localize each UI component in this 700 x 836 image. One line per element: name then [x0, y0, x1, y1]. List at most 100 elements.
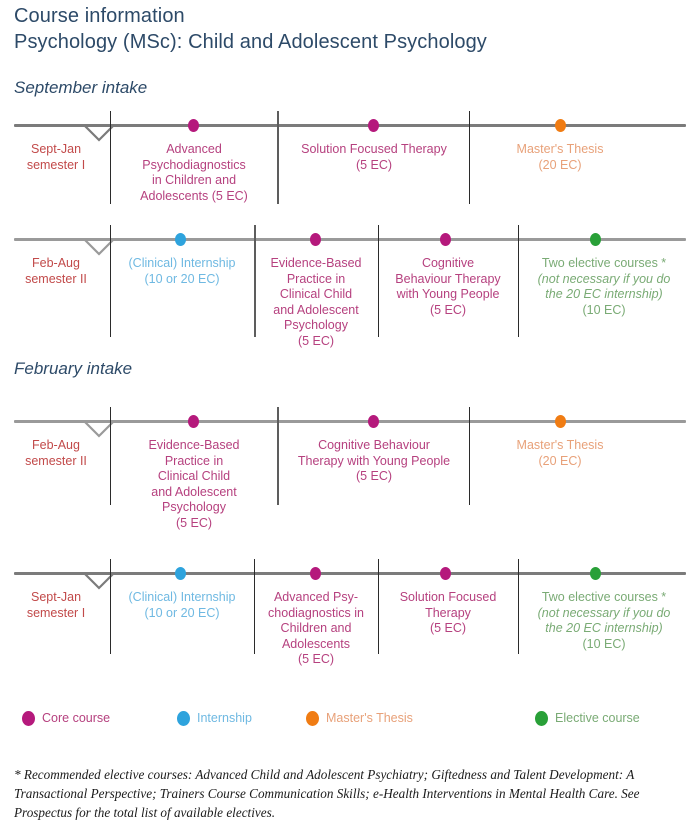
course-cell-line: in Children and — [151, 173, 237, 187]
marker-dot-internship — [175, 567, 186, 580]
course-cell-line: (5 EC) — [355, 157, 393, 172]
course-cell: (Clinical) Internship(10 or 20 EC) — [114, 256, 250, 287]
course-cell: Solution Focused Therapy(5 EC) — [284, 142, 464, 173]
course-cell-line: (not necessary if you do — [537, 271, 671, 286]
column-divider — [277, 407, 279, 505]
legend-item: Elective course — [535, 711, 640, 726]
column-divider — [378, 559, 379, 654]
marker-dot-core — [188, 119, 199, 132]
course-cell-line: (not necessary if you do — [537, 605, 671, 620]
legend-dot-icon — [177, 711, 190, 726]
course-cell-line: (5 EC) — [429, 302, 467, 317]
intake-heading-september: September intake — [14, 78, 148, 97]
course-cell-line: and Adolescent — [151, 484, 237, 499]
page-title: Course information — [14, 5, 185, 27]
course-cell-line: Psychology — [162, 500, 226, 514]
course-cell-line: Cognitive — [421, 256, 475, 270]
marker-dot-thesis — [555, 415, 566, 428]
course-cell-line: Adolescents (5 EC) — [140, 188, 248, 203]
course-cell-line: Therapy — [425, 605, 471, 620]
course-cell-line: Cognitive Behaviour — [318, 438, 430, 452]
semester-label-line: Sept-Jan — [30, 142, 82, 156]
semester-label-line: Feb-Aug — [32, 256, 80, 270]
marker-dot-elective — [590, 567, 601, 580]
course-cell-line: Advanced — [166, 142, 222, 156]
course-cell-line: Solution Focused — [399, 590, 497, 604]
legend-dot-icon — [306, 711, 319, 726]
footnote: * Recommended elective courses: Advanced… — [14, 767, 640, 820]
course-cell-line: Behaviour Therapy — [395, 271, 501, 286]
course-cell: Master's Thesis(20 EC) — [476, 438, 644, 469]
page-subtitle: Psychology (MSc): Child and Adolescent P… — [14, 31, 487, 53]
course-cell-line: the 20 EC internship) — [545, 621, 663, 635]
course-cell-line: (10 EC) — [582, 636, 626, 651]
legend: Core course Internship Master's Thesis Elec… — [14, 711, 686, 735]
column-divider — [254, 559, 255, 654]
course-cell-line: (10 EC) — [582, 302, 626, 317]
course-cell-line: Practice in — [164, 453, 224, 468]
column-divider — [469, 407, 470, 505]
marker-dot-core — [368, 415, 379, 428]
semester-label-line: semester I — [26, 605, 86, 620]
column-divider — [469, 111, 470, 204]
course-cell-line: (5 EC) — [355, 469, 393, 483]
column-divider — [110, 111, 111, 204]
course-cell: Master's Thesis(20 EC) — [476, 142, 644, 173]
column-divider — [518, 559, 519, 654]
legend-label: Internship — [197, 711, 252, 725]
course-cell-line: Psychodiagnostics — [142, 157, 246, 172]
course-cell-line: Practice in — [286, 271, 346, 286]
course-cell-line: (10 or 20 EC) — [144, 271, 220, 286]
course-cell-line: (Clinical) Internship — [128, 590, 236, 604]
course-cell-line: Two elective courses * — [541, 256, 667, 270]
column-divider — [110, 407, 111, 505]
course-cell-line: (5 EC) — [175, 515, 213, 530]
course-cell-line: Clinical Child — [157, 469, 231, 483]
course-cell: Two elective courses *(not necessary if … — [522, 590, 686, 652]
legend-item: Master's Thesis — [306, 711, 413, 726]
column-divider — [254, 225, 256, 337]
course-cell-line: chodiagnostics in — [268, 605, 364, 620]
course-cell-line: Master's Thesis — [516, 142, 604, 156]
course-cell-line: (5 EC) — [297, 652, 335, 666]
course-cell-line: (5 EC) — [297, 333, 335, 348]
column-divider — [110, 225, 111, 337]
course-cell-line: Evidence-Based — [270, 256, 362, 270]
marker-dot-thesis — [555, 119, 566, 132]
course-cell-line: Clinical Child — [279, 287, 353, 301]
course-cell: Two elective courses *(not necessary if … — [522, 256, 686, 318]
semester-label-line: semester II — [25, 453, 87, 468]
legend-dot-icon — [22, 711, 35, 726]
legend-label: Elective course — [555, 711, 640, 725]
course-cell-line: Solution Focused Therapy — [301, 142, 447, 156]
page-header: Course information Psychology (MSc): Chi… — [14, 4, 686, 56]
column-divider — [518, 225, 519, 337]
timeline-axis — [14, 572, 686, 575]
course-cell-line: Children and — [280, 621, 352, 635]
marker-dot-core — [440, 233, 451, 246]
course-cell-line: Advanced Psy- — [273, 590, 359, 604]
course-cell-line: and Adolescent — [273, 302, 359, 317]
column-divider — [277, 111, 279, 204]
semester-label-line: Feb-Aug — [32, 438, 80, 452]
course-cell-line: (5 EC) — [429, 621, 467, 635]
marker-dot-core — [368, 119, 379, 132]
legend-label: Master's Thesis — [326, 711, 413, 725]
marker-dot-elective — [590, 233, 601, 246]
legend-label: Core course — [42, 711, 111, 725]
course-cell-line: Master's Thesis — [516, 438, 604, 452]
intake-heading-february: February intake — [14, 359, 133, 378]
course-cell-line: the 20 EC internship) — [545, 287, 663, 301]
course-cell-line: Psychology — [284, 318, 348, 332]
semester-label-line: Sept-Jan — [30, 590, 82, 604]
